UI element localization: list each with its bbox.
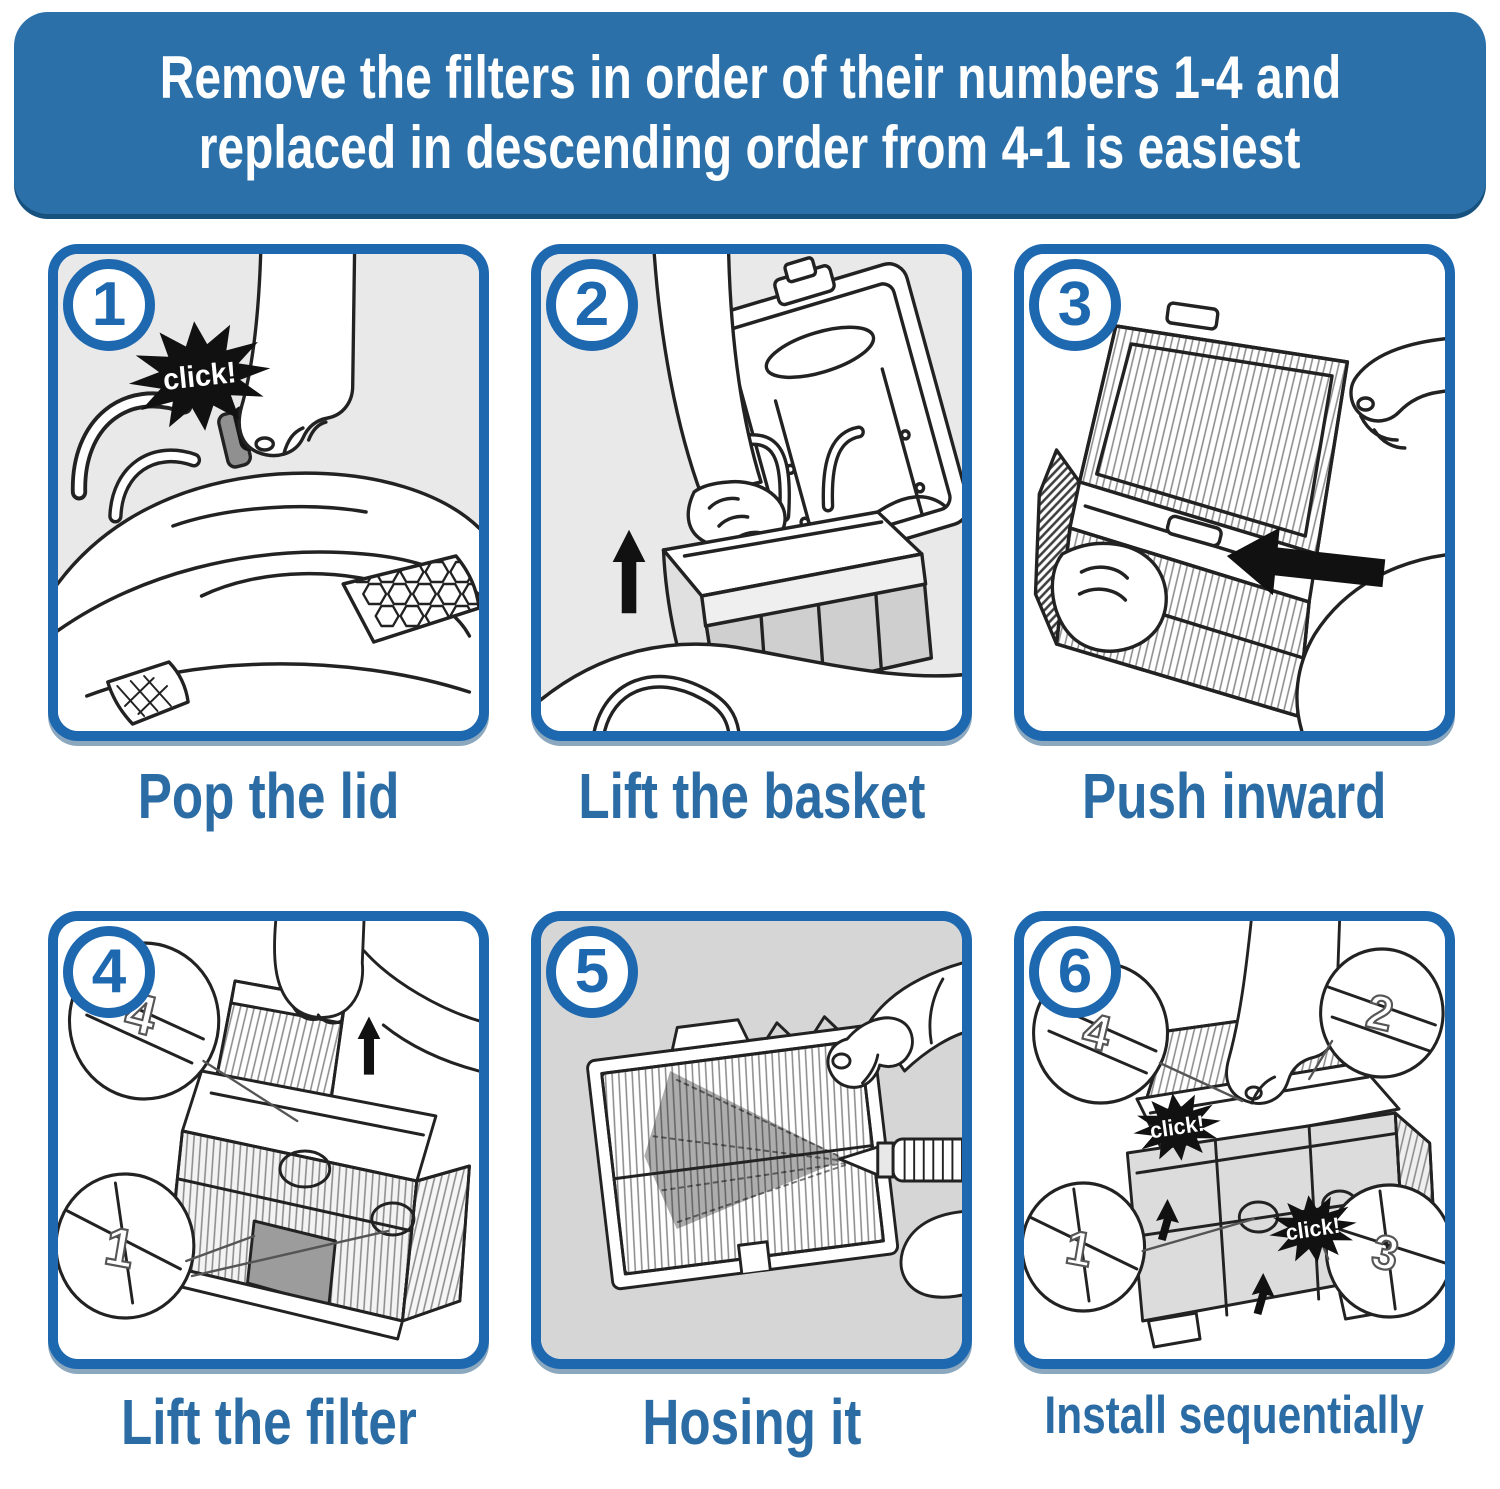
forearm-bottom-right <box>1295 553 1445 731</box>
step-6-figure: 6 <box>1014 911 1455 1459</box>
callout-circle-1 <box>1024 1181 1147 1313</box>
panel-6: 6 <box>1014 911 1455 1369</box>
hand-pressing <box>1225 921 1342 1105</box>
step-number-badge: 6 <box>1029 926 1121 1018</box>
hand-holding-hose <box>899 1210 962 1299</box>
cleaner-body <box>541 642 962 731</box>
panel-1: 1 <box>48 244 489 741</box>
step-2-figure: 2 <box>531 244 972 911</box>
caption-step-4: Lift the filter <box>120 1386 417 1458</box>
caption-step-3: Push inward <box>1082 760 1387 832</box>
panel-3: 3 <box>1014 244 1455 741</box>
hand-holding-panel <box>826 961 962 1089</box>
step-number-badge: 2 <box>546 259 638 351</box>
small-vent-left <box>106 660 190 726</box>
panel-2: 2 <box>531 244 972 741</box>
hand-lifting-filter <box>273 921 479 1073</box>
step-3-figure: 3 <box>1014 244 1455 911</box>
caption-step-5: Hosing it <box>642 1386 861 1458</box>
illustration-push-inward <box>1024 254 1445 731</box>
hand-bottom-left <box>1050 541 1168 653</box>
step-1-figure: 1 <box>48 244 489 911</box>
caption-step-2: Lift the basket <box>577 760 926 832</box>
header-banner: Remove the filters in order of their num… <box>14 12 1486 214</box>
caption-step-6: Install sequentially <box>1044 1386 1425 1445</box>
callout-circle-2 <box>1319 947 1445 1079</box>
panel-4: 4 <box>48 911 489 1369</box>
lid-hinge <box>876 495 947 514</box>
callout-circle-1 <box>58 1172 196 1320</box>
step-number-badge: 4 <box>63 926 155 1018</box>
install-arrow-icons <box>1156 1199 1275 1315</box>
hex-vent-right <box>341 554 479 644</box>
left-arrow-icon <box>1226 527 1386 596</box>
hand-top-right <box>1349 337 1445 450</box>
step-number-badge: 3 <box>1029 259 1121 351</box>
header-line-1: Remove the filters in order of their num… <box>159 44 1341 112</box>
click-starburst-badge: click! <box>123 313 276 439</box>
click-starburst-badge: click! <box>1128 1086 1226 1168</box>
hose-nozzle <box>838 1137 962 1183</box>
step-4-figure: 4 <box>48 911 489 1459</box>
illustration-lift-the-basket <box>541 254 962 731</box>
step-5-figure: 5 <box>531 911 972 1459</box>
filter-basket <box>163 1069 471 1341</box>
hand-pressing-latch <box>237 254 357 458</box>
callout-connectors <box>185 1059 390 1278</box>
header-line-2: replaced in descending order from 4-1 is… <box>199 114 1301 181</box>
illustration-install-sequentially: click! click! 4 2 1 3 <box>1024 921 1445 1359</box>
water-spray <box>644 1071 847 1229</box>
filter-panel <box>586 1015 900 1291</box>
steps-row-2: 4 <box>0 911 1500 1459</box>
panel-5: 5 <box>531 911 972 1369</box>
step-number-badge: 1 <box>63 259 155 351</box>
svg-text:click!: click! <box>161 356 237 398</box>
click-starburst-badge: click! <box>1264 1188 1362 1270</box>
callout-circle-3 <box>1324 1183 1445 1319</box>
illustration-pop-the-lid: click! <box>58 254 479 731</box>
step-number-badge: 5 <box>546 926 638 1018</box>
steps-row-1: 1 <box>0 244 1500 911</box>
caption-step-1: Pop the lid <box>137 760 400 832</box>
